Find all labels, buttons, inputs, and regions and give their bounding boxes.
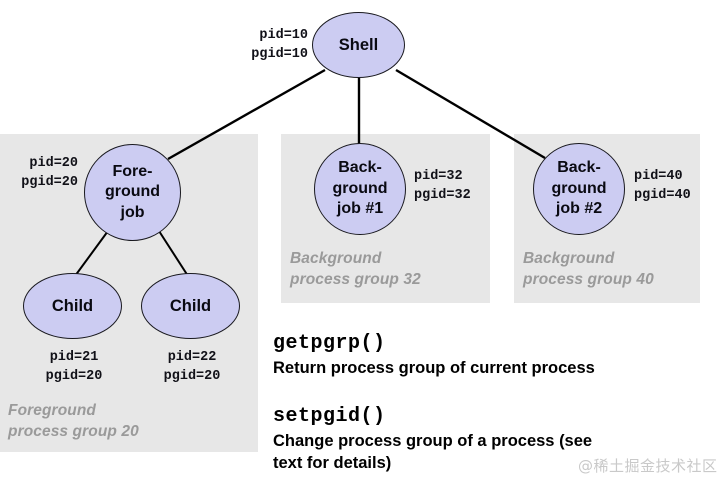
pid-label-child-1-text: pid=21 <box>49 350 99 365</box>
node-shell[interactable]: Shell <box>312 12 405 78</box>
node-foreground-job[interactable]: Fore- ground job <box>84 144 181 241</box>
pgid-label-foreground-job-text: pgid=20 <box>21 175 78 190</box>
edge-foreground-job-to-child-2 <box>158 230 189 277</box>
pgid-label-child-1-text: pgid=20 <box>45 369 103 384</box>
node-background-job-2[interactable]: Back- ground job #2 <box>533 143 625 235</box>
group-label-foreground-group: Foreground process group 20 <box>8 402 139 440</box>
pgid-label-child-2-text: pgid=20 <box>163 369 221 384</box>
api-signature-setpgid: setpgid() <box>273 405 386 428</box>
watermark-label: @稀土掘金技术社区 <box>578 457 718 475</box>
api-signature-getpgrp: getpgrp() <box>273 332 386 355</box>
edge-foreground-job-to-child-1 <box>74 230 109 277</box>
pid-label-background-job-1-text: pid=32 <box>414 169 463 184</box>
pgid-label-background-job-1-text: pgid=32 <box>414 188 471 203</box>
pid-label-shell: pid=10 pgid=10 <box>218 26 308 64</box>
group-label-background-group-40: Background process group 40 <box>523 250 654 288</box>
node-child-1[interactable]: Child <box>23 273 122 339</box>
pid-label-child-2-text: pid=22 <box>167 350 217 365</box>
api-block-setpgid: setpgid() Change process group of a proc… <box>273 404 723 474</box>
node-background-job-1[interactable]: Back- ground job #1 <box>314 143 406 235</box>
pgid-label-shell-text: pgid=10 <box>251 47 308 62</box>
api-description-getpgrp: Return process group of current process <box>273 359 595 377</box>
group-label-background-group-32: Background process group 32 <box>290 250 421 288</box>
edge-shell-to-background-job-2 <box>395 68 546 160</box>
pid-label-background-job-2-text: pid=40 <box>634 169 683 184</box>
edge-shell-to-foreground-job <box>167 68 326 161</box>
api-block-getpgrp: getpgrp() Return process group of curren… <box>273 331 723 379</box>
pid-label-child-1: pid=21 pgid=20 <box>24 348 124 386</box>
pid-label-background-job-2: pid=40 pgid=40 <box>634 167 724 205</box>
api-description-setpgid: Change process group of a process (see t… <box>273 432 593 472</box>
pid-label-background-job-1: pid=32 pgid=32 <box>414 167 504 205</box>
node-child-2[interactable]: Child <box>141 273 240 339</box>
pid-label-foreground-job: pid=20 pgid=20 <box>0 154 78 192</box>
pgid-label-background-job-2-text: pgid=40 <box>634 188 691 203</box>
pid-label-child-2: pid=22 pgid=20 <box>142 348 242 386</box>
pid-label-shell-text: pid=10 <box>259 28 308 43</box>
pid-label-foreground-job-text: pid=20 <box>29 156 78 171</box>
